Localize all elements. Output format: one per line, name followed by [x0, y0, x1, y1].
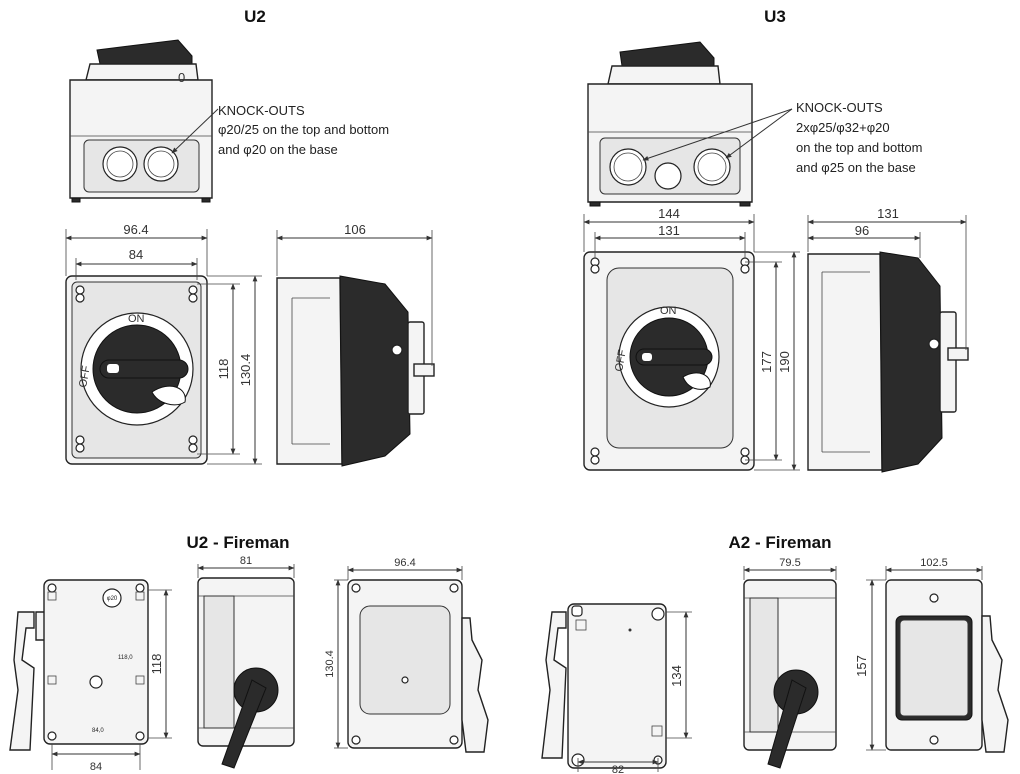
u2-note-1: KNOCK-OUTS	[218, 103, 305, 118]
u3-side-view	[807, 251, 969, 473]
u3-note-1: KNOCK-OUTS	[796, 100, 883, 115]
u2-title: U2	[244, 7, 266, 26]
u2-dim-inner-height: 118	[216, 359, 231, 380]
u2-fireman-front-view	[347, 579, 489, 753]
u3-dim-depth-body: 96	[855, 223, 869, 238]
a2f-dim-front-width: 102.5	[920, 557, 948, 569]
u2-side-view	[276, 275, 435, 467]
a2f-dim-depth: 79.5	[779, 557, 800, 569]
u3-on-label: ON	[660, 305, 677, 317]
u2-note-3: and φ20 on the base	[218, 142, 338, 157]
u2-fireman-side-view	[197, 577, 295, 769]
a2f-dim-height: 134	[669, 665, 684, 687]
u2-dim-outer-width: 96.4	[123, 222, 148, 237]
u3-front-view: ON OFF	[583, 251, 755, 471]
u3-dim-outer-height: 190	[777, 351, 792, 373]
u2f-hole-label: φ20	[107, 596, 118, 602]
u3-note-2: 2xφ25/φ32+φ20	[796, 120, 890, 135]
a2-fireman-side-view	[743, 579, 837, 769]
u2-top-view: 0	[69, 39, 213, 203]
u2f-dim-depth: 81	[240, 555, 252, 567]
u2-zero-label: 0	[178, 70, 185, 85]
u2-dim-depth: 106	[344, 222, 366, 237]
u3-off-label: OFF	[613, 349, 629, 373]
u3-note-3: on the top and bottom	[796, 140, 922, 155]
u2-note-2: φ20/25 on the top and bottom	[218, 122, 389, 137]
u2f-dim-height: 118	[149, 654, 164, 675]
a2-fireman-back-view	[541, 603, 667, 769]
u2f-inner-h-label: 118,0	[118, 655, 133, 661]
u3-note-4: and φ25 on the base	[796, 160, 916, 175]
a2f-dim-bottom-width: 82	[612, 764, 624, 774]
u2f-dim-bottom-width: 84	[90, 761, 102, 773]
u2-fireman-back-view: φ20 118,0 84,0	[9, 579, 149, 751]
u2-fireman-title: U2 - Fireman	[187, 533, 290, 552]
u3-panel: U3 KNOCK-OUTS 2xφ25/φ32+φ20 on the top a…	[583, 7, 969, 473]
a2-fireman-front-view	[885, 579, 1009, 753]
u2-fireman-panel: U2 - Fireman φ20 118,0 84,0 118 84	[9, 533, 489, 773]
a2-fireman-panel: A2 - Fireman 134 82	[541, 533, 1009, 774]
u3-title: U3	[764, 7, 786, 26]
u2-panel: U2 0 KNOCK-OUTS φ20/25 on the top and bo…	[65, 7, 435, 467]
a2f-dim-front-height: 157	[854, 655, 869, 677]
a2-fireman-title: A2 - Fireman	[729, 533, 832, 552]
u3-dim-depth-total: 131	[877, 206, 899, 221]
u3-top-view	[587, 41, 753, 207]
u3-dim-outer-width: 144	[658, 206, 680, 221]
u2-dim-inner-width: 84	[129, 247, 143, 262]
u3-dim-inner-height: 177	[759, 351, 774, 373]
u2-on-label: ON	[128, 313, 145, 325]
u2-off-label: OFF	[77, 365, 93, 389]
u2f-dim-front-width: 96.4	[394, 557, 415, 569]
u2-dim-outer-height: 130.4	[238, 354, 253, 387]
u2f-dim-front-height: 130.4	[324, 650, 336, 678]
u2-front-view: ON OFF	[65, 275, 208, 465]
u3-dim-inner-width: 131	[658, 223, 680, 238]
u2f-inner-w-label: 84,0	[92, 728, 104, 734]
